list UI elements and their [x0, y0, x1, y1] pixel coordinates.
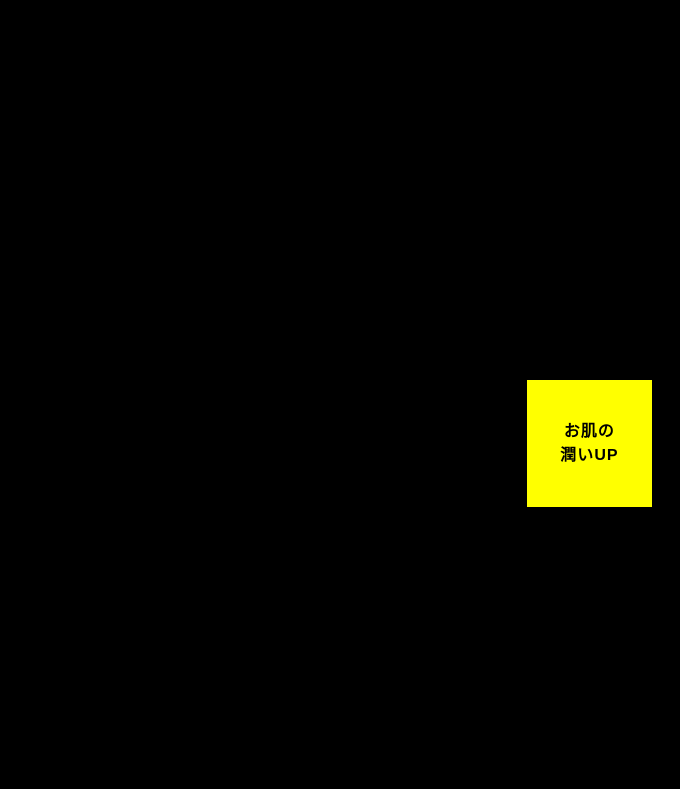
badge-text-line1: お肌の	[563, 422, 615, 440]
badge-text-line2: 潤いUP	[560, 446, 619, 464]
moisture-badge: お肌の 潤いUP	[527, 380, 652, 507]
